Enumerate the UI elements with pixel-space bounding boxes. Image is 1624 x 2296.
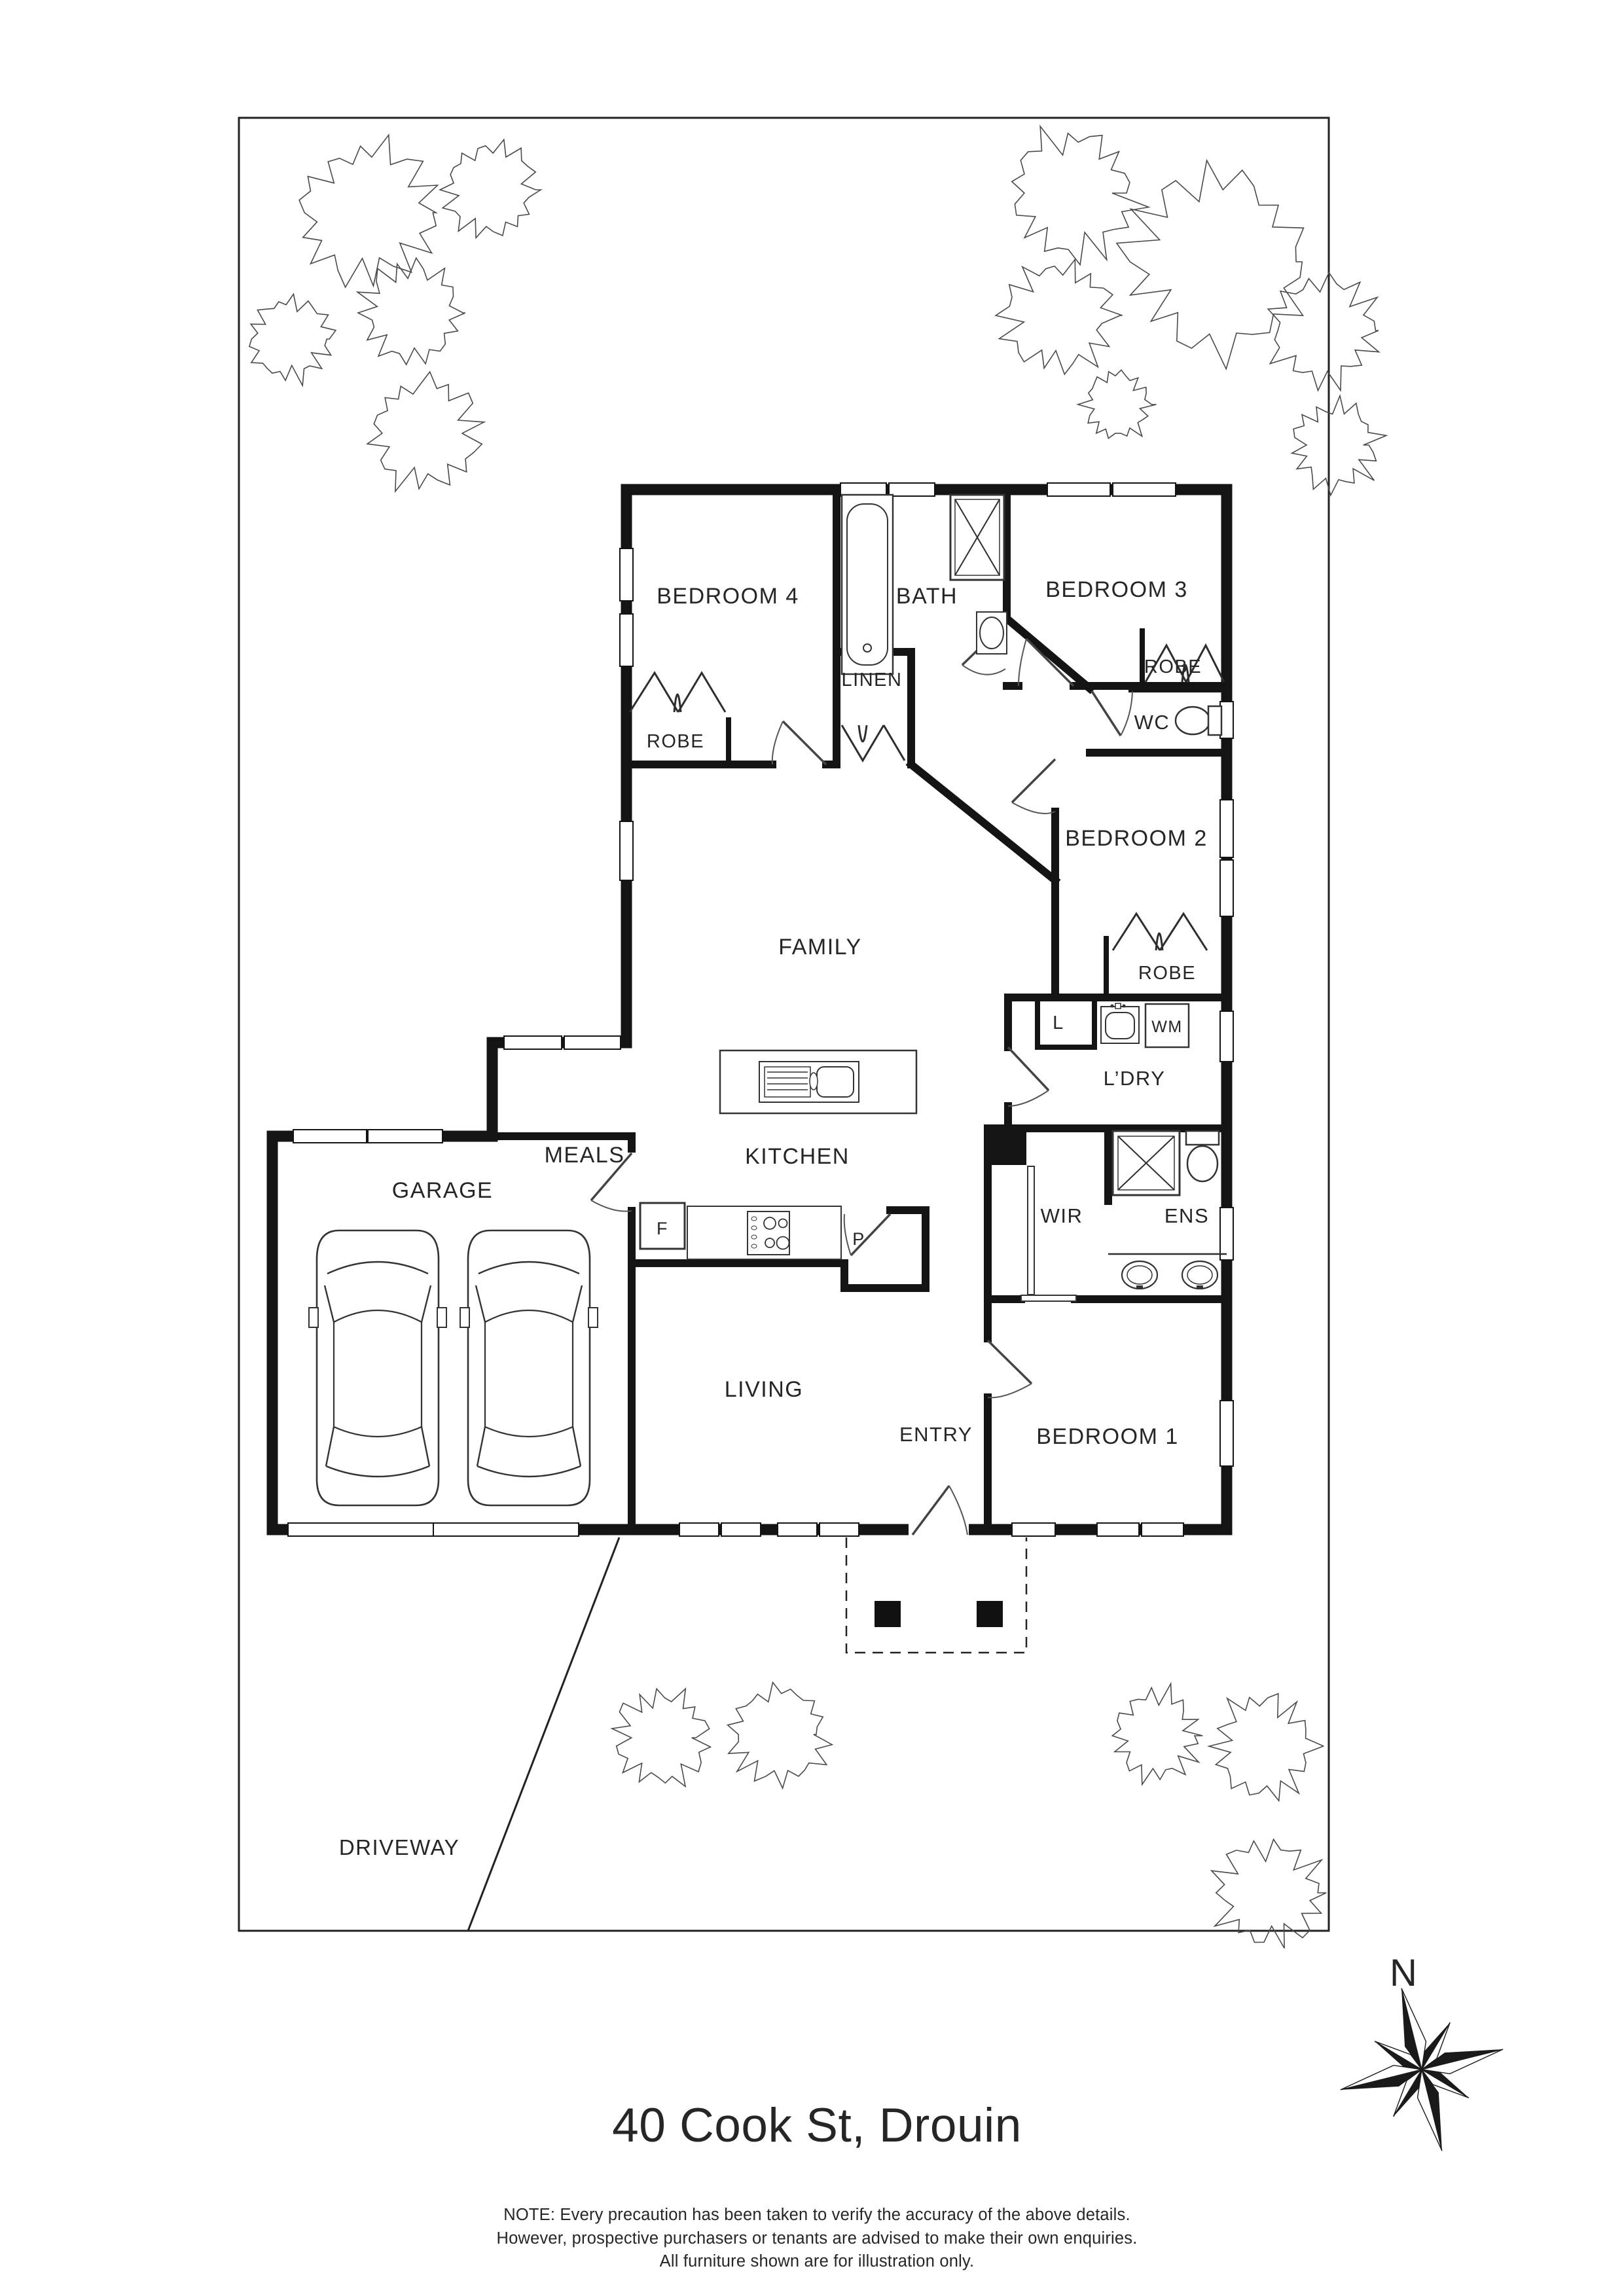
room-label-linen: LINEN <box>842 670 903 691</box>
vanity-basin-icon <box>976 611 1007 655</box>
room-label-wir: WIR <box>1041 1204 1083 1227</box>
car-icon <box>475 1285 583 1323</box>
sink-drainer-icon <box>764 1066 811 1098</box>
car-icon <box>478 1261 580 1275</box>
driveway-line <box>467 1537 621 1931</box>
note-line-2: However, prospective purchasers or tenan… <box>496 2229 1137 2248</box>
room-label-living: LIVING <box>725 1377 803 1402</box>
compass-point-icon <box>1401 1988 1427 2070</box>
bathtub-icon <box>840 493 894 675</box>
room-label-bedroom1: BEDROOM 1 <box>1036 1424 1179 1449</box>
toilet-icon <box>1174 705 1223 736</box>
bifold-doors <box>628 643 1225 951</box>
tree-icon <box>439 138 543 240</box>
kitchen-island <box>719 1049 918 1115</box>
compass-point-icon <box>1421 2049 1504 2075</box>
doors <box>590 620 1133 1536</box>
car-icon <box>325 1465 430 1478</box>
room-label-meals: MEALS <box>545 1143 625 1168</box>
car-icon <box>467 1229 591 1507</box>
tree-icon <box>1075 369 1157 440</box>
room-label-driveway: DRIVEWAY <box>339 1835 460 1859</box>
tree-icon <box>1290 393 1388 497</box>
page-title: 40 Cook St, Drouin <box>612 2099 1022 2152</box>
room-label-entry: ENTRY <box>899 1423 973 1446</box>
room-label-wc: WC <box>1134 711 1170 734</box>
porch-post-icon <box>875 1601 901 1627</box>
car-mirror-icon <box>460 1307 470 1328</box>
compass-north-label: N <box>1390 1952 1417 1994</box>
trees-layer <box>248 124 1388 1948</box>
compass-point-icon <box>1374 2041 1422 2070</box>
tree-icon <box>1011 124 1151 266</box>
room-label-bedroom2: BEDROOM 2 <box>1065 826 1208 851</box>
car-icon <box>325 1426 431 1467</box>
car-icon <box>316 1229 440 1507</box>
tree-icon <box>994 258 1123 376</box>
car-icon <box>333 1310 423 1438</box>
room-label-robe-bed2: ROBE <box>1138 963 1196 984</box>
site-boundary <box>238 117 1330 1932</box>
ensuite-vanity <box>1108 1253 1227 1290</box>
room-label-linen-cupboard: L <box>1053 1013 1064 1033</box>
car-icon <box>476 1426 582 1467</box>
car-icon <box>323 1285 432 1323</box>
compass-rose-icon <box>1340 1988 1504 2151</box>
wir-shelving <box>1027 1166 1035 1295</box>
tree-icon <box>1210 1838 1327 1948</box>
room-label-bedroom3: BEDROOM 3 <box>1045 577 1188 602</box>
car-icon <box>484 1310 574 1438</box>
room-label-bedroom4: BEDROOM 4 <box>657 584 799 609</box>
laundry-tub-icon <box>1100 1003 1140 1044</box>
compass-point-icon <box>1416 2069 1443 2151</box>
ensuite-toilet-icon <box>1185 1130 1220 1183</box>
compass-point-icon <box>1421 2022 1451 2070</box>
tree-icon <box>1111 1681 1203 1786</box>
car-mirror-icon <box>437 1307 447 1328</box>
car-mirror-icon <box>588 1307 598 1328</box>
tree-icon <box>1115 158 1305 371</box>
tree-icon <box>727 1681 834 1790</box>
car-icon <box>477 1465 581 1478</box>
tree-icon <box>298 134 439 289</box>
note-line-1: NOTE: Every precaution has been taken to… <box>503 2206 1130 2224</box>
garage-cars <box>308 1229 598 1507</box>
tree-icon <box>365 370 486 493</box>
room-label-robe-bed4: ROBE <box>647 731 704 752</box>
compass-point-icon <box>1393 2069 1422 2117</box>
room-label-robe-bed3: ROBE <box>1144 656 1202 677</box>
car-mirror-icon <box>308 1307 319 1328</box>
room-label-garage: GARAGE <box>392 1178 493 1203</box>
compass-point-icon <box>1340 2064 1422 2090</box>
windows <box>287 482 1234 1537</box>
room-label-pantry: P <box>852 1229 865 1249</box>
room-label-laundry: L’DRY <box>1104 1067 1166 1090</box>
tree-icon <box>248 293 337 387</box>
car-icon <box>327 1261 429 1275</box>
compass-point-icon <box>1421 2069 1470 2098</box>
porch-outline <box>845 1537 1028 1654</box>
washing-machine-box <box>1144 1003 1190 1049</box>
porch-post-icon <box>977 1601 1003 1627</box>
kitchen-bench <box>687 1206 842 1260</box>
tap-icon <box>809 1072 818 1090</box>
tree-icon <box>355 257 466 366</box>
room-label-fridge: F <box>657 1219 668 1238</box>
room-label-washing-machine: WM <box>1151 1018 1182 1036</box>
sink-bowl-icon <box>816 1066 854 1098</box>
room-label-bath: BATH <box>896 584 958 609</box>
room-label-family: FAMILY <box>778 935 861 960</box>
room-label-ensuite: ENS <box>1164 1204 1209 1227</box>
room-label-kitchen: KITCHEN <box>745 1144 850 1169</box>
tree-icon <box>610 1687 712 1788</box>
note-line-3: All furniture shown are for illustration… <box>660 2252 975 2270</box>
ensuite-shower-icon <box>1111 1130 1181 1196</box>
fridge-space <box>639 1202 686 1250</box>
shower-icon <box>949 493 1005 581</box>
tree-icon <box>1206 1693 1324 1803</box>
tree-icon <box>1267 271 1380 392</box>
